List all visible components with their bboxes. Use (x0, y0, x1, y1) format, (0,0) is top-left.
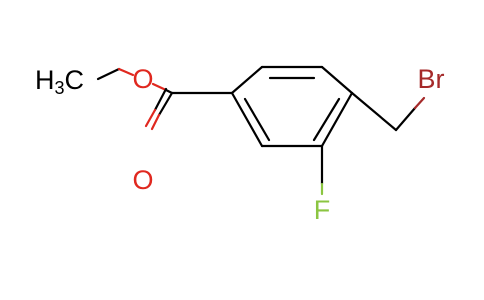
bond-methyl-oxygen (96, 67, 121, 81)
ring-inner-bond-left (243, 97, 271, 142)
methyl-subscript: 3 (55, 78, 65, 98)
bond-ring-ch2 (350, 91, 398, 132)
carbonyl-oxygen-label: O (132, 165, 153, 195)
fluorine-label: F (314, 195, 331, 225)
ring-inner-bond-right (312, 97, 341, 142)
ring-bond-1 (230, 65, 264, 95)
ring-bond-3 (320, 65, 354, 95)
ring-bond-4 (320, 91, 354, 148)
atom-labels: H3C O O F Br (35, 64, 445, 225)
bromine-label: Br (418, 64, 445, 94)
bonds (96, 65, 426, 196)
bond-oxygen-carbonyl (164, 88, 174, 95)
methyl-tail: C (65, 65, 85, 95)
ring-bond-6 (230, 91, 264, 148)
bond-ch2-br (394, 106, 417, 132)
methyl-main: H (35, 65, 55, 95)
methyl-label: H3C (35, 65, 84, 98)
bond-ch2-br-end (413, 96, 426, 110)
bond-carbonyl-double-2-red (144, 108, 157, 128)
bond-carbonyl-double-2 (153, 87, 168, 112)
bond-methyl-oxygen-red (117, 67, 135, 77)
bond-carbonyl-double-1 (157, 91, 174, 117)
bond-carbonyl-double-1-red (150, 113, 161, 131)
ester-oxygen-label: O (132, 64, 153, 94)
bond-oxygen-carbonyl-red (151, 82, 168, 92)
